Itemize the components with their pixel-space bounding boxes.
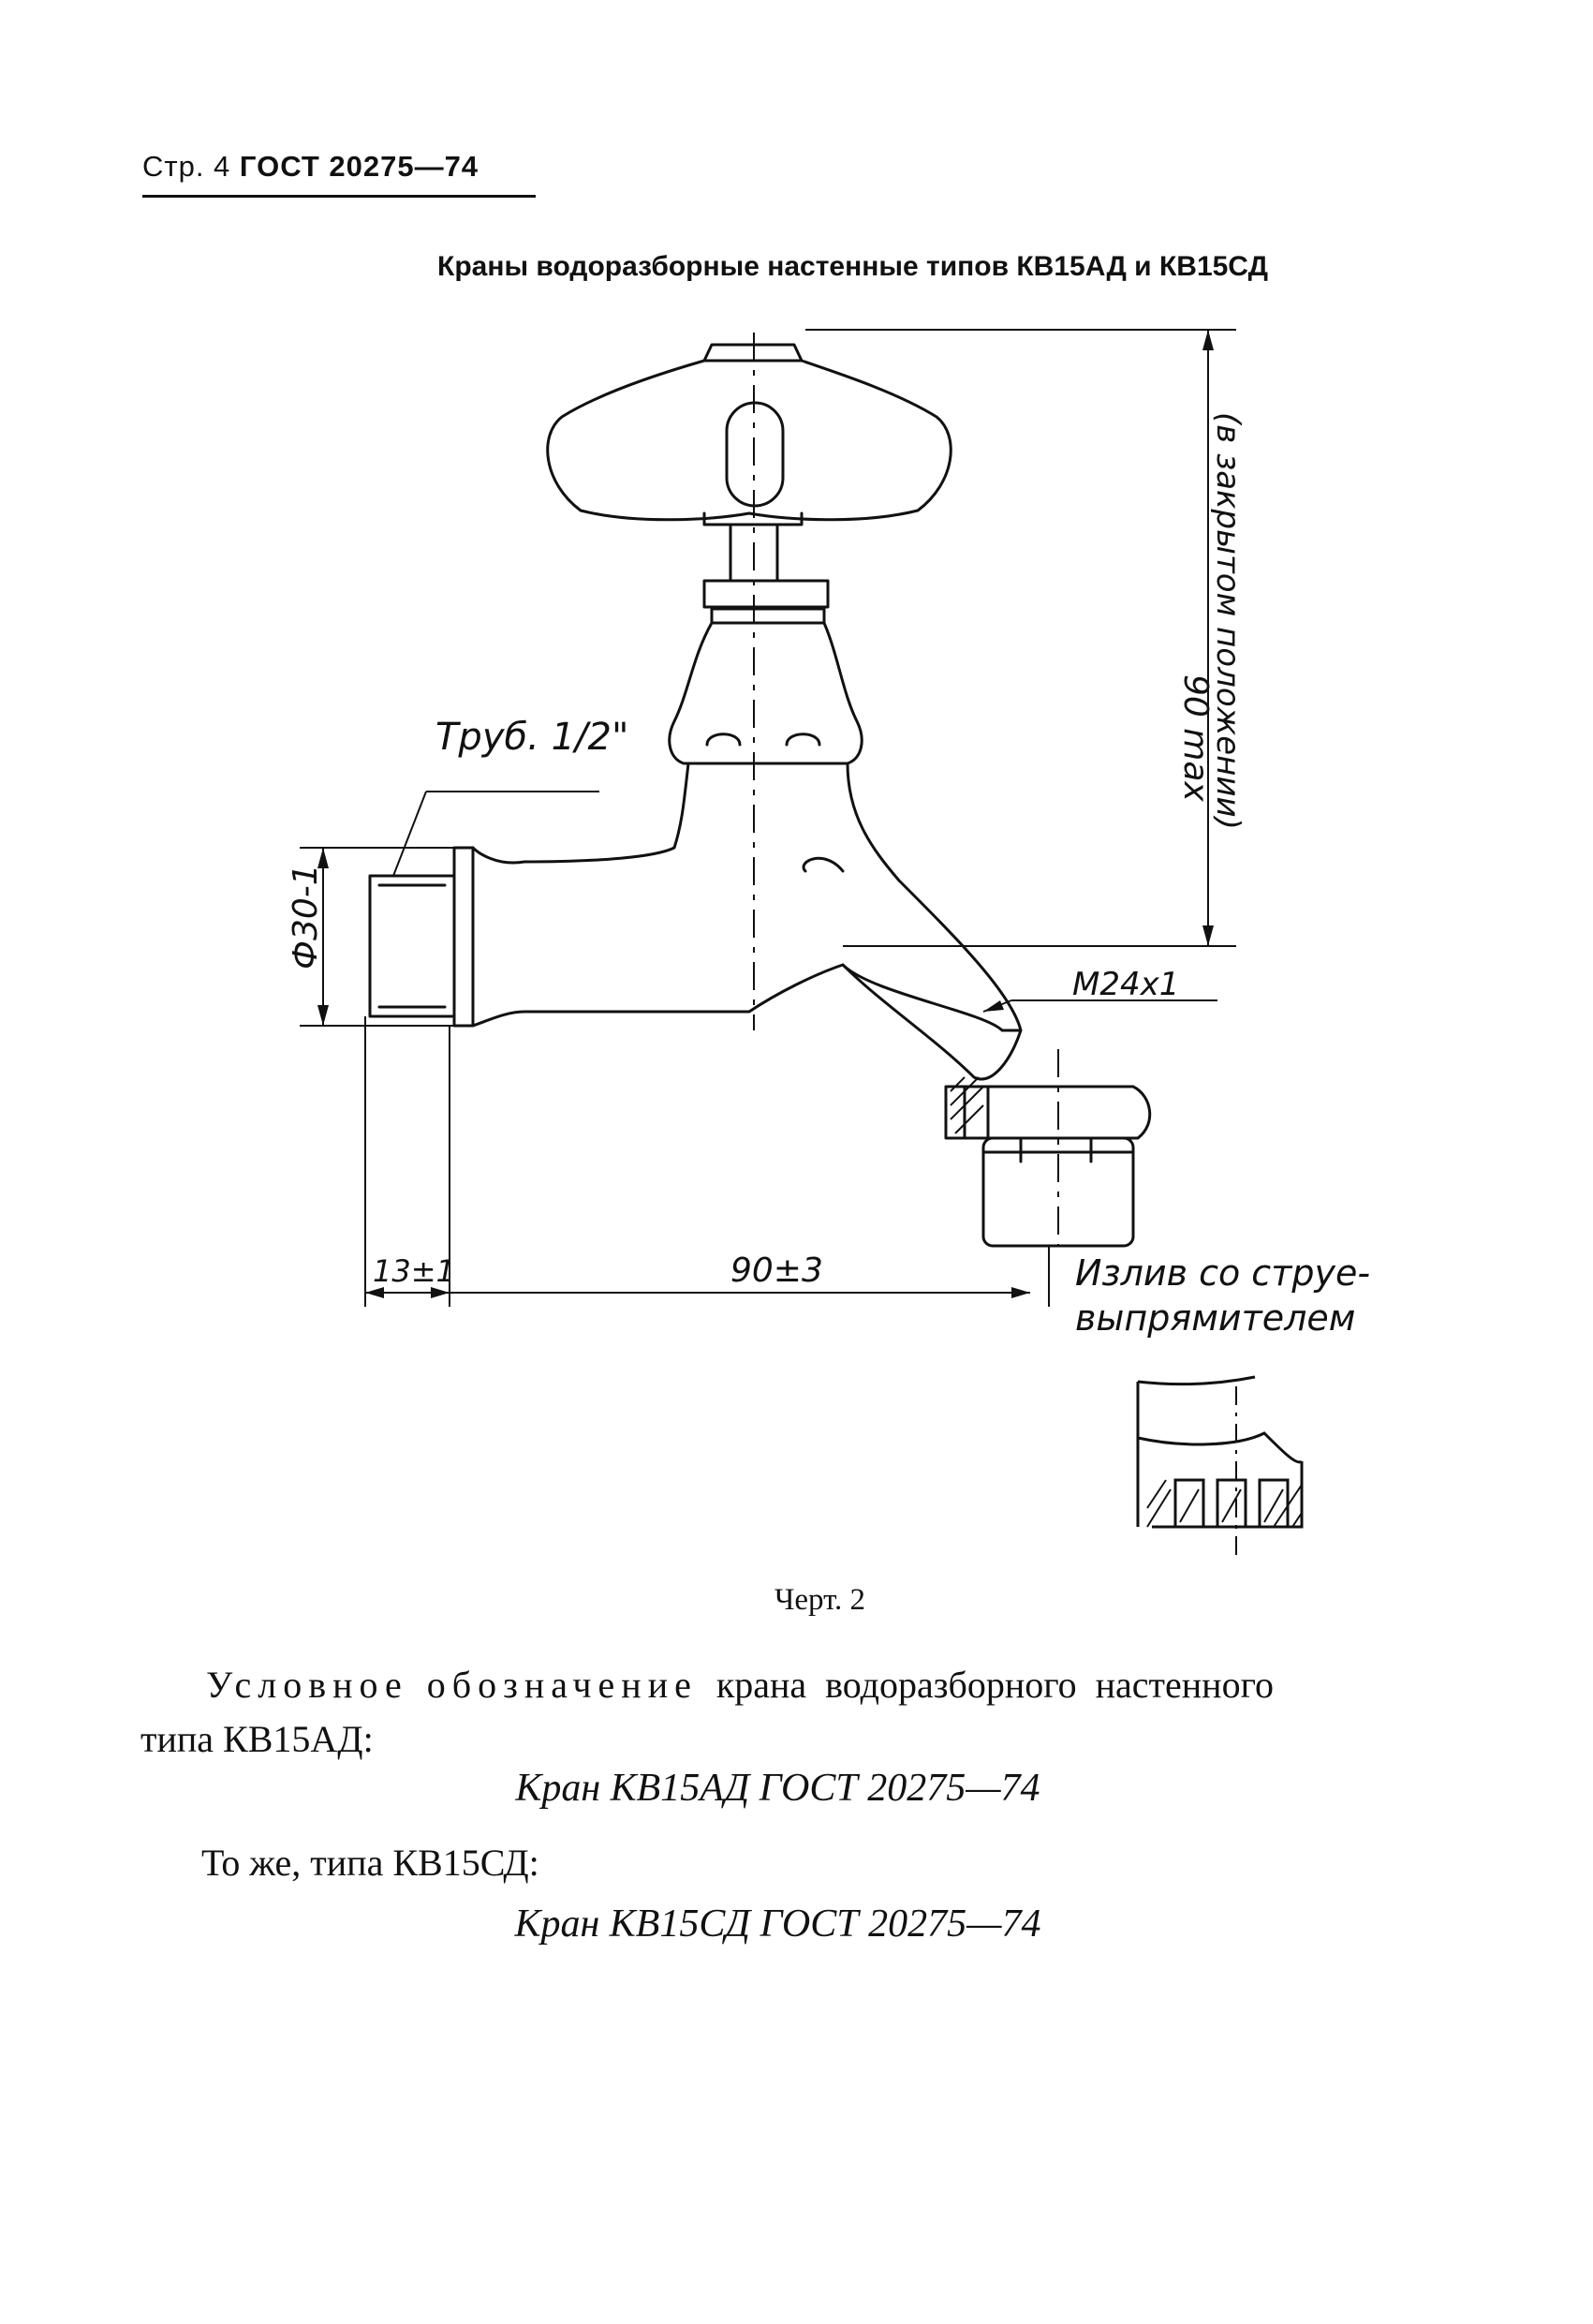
handle-wings: [546, 359, 952, 522]
figure-caption: Черт. 2: [774, 1583, 866, 1617]
page-number: Стр. 4: [142, 150, 231, 183]
spout-note-line-2: выпрямителем: [1075, 1297, 1355, 1339]
designation-example-1: Кран КВ15АД ГОСТ 20275—74: [515, 1767, 1040, 1810]
straightener-detail: [1136, 1375, 1304, 1529]
spout-note-line-1: Излив со струе-: [1075, 1252, 1370, 1294]
diameter-label: Ф30-1: [287, 864, 325, 970]
designation-example-2: Кран КВ15СД ГОСТ 20275—74: [514, 1902, 1041, 1946]
valve-body: [471, 762, 1023, 1032]
pipe-nipple: [368, 874, 456, 1018]
page-header: Стр. 4 ГОСТ 20275—74: [142, 150, 479, 184]
figure-title: Краны водоразборные настенные типов КВ15…: [437, 251, 1268, 282]
bonnet: [668, 621, 863, 765]
spout-end: [963, 1085, 1152, 1140]
designation-paragraph: Условное обозначение крана водоразборног…: [140, 1658, 1274, 1767]
paragraph-rest: крана водоразборного настенного типа КВ1…: [140, 1664, 1274, 1760]
thread-label: M24x1: [1072, 966, 1179, 1003]
word-uslovnoe: Условное: [206, 1664, 408, 1706]
faucet-drawing: Труб. 1/2" Ф30-1 90 max (в закрытом поло…: [287, 329, 1370, 1555]
spindle: [729, 523, 779, 583]
pipe-thread-label: Труб. 1/2": [435, 716, 628, 759]
length-label: 90±3: [730, 1251, 823, 1290]
gland-nut: [702, 579, 830, 609]
standard-number: ГОСТ 20275—74: [239, 150, 479, 183]
height-note-label: (в закрытом положении): [1209, 412, 1246, 830]
same-type-paragraph: То же, типа КВ15СД:: [201, 1842, 539, 1884]
header-rule: [142, 195, 536, 198]
height-label: 90 max: [1176, 674, 1215, 802]
offset-label: 13±1: [373, 1253, 455, 1289]
word-oboznachenie: обозначение: [426, 1664, 698, 1706]
